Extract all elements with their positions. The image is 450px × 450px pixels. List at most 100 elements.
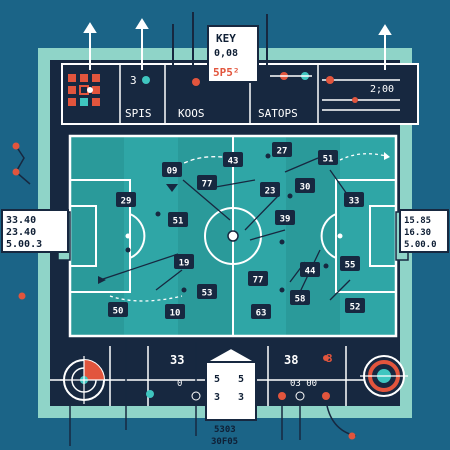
bottom-dot-5 bbox=[322, 392, 330, 400]
player-marker[interactable]: 77 bbox=[248, 271, 268, 286]
center-spot[interactable] bbox=[227, 230, 239, 242]
side-right-line-1: 15.85 bbox=[404, 216, 431, 226]
center-device-cap bbox=[202, 346, 260, 363]
player-marker[interactable]: 51 bbox=[318, 150, 338, 165]
player-marker[interactable]: 53 bbox=[197, 284, 217, 299]
player-marker-label: 30 bbox=[300, 183, 311, 193]
player-marker[interactable]: 27 bbox=[272, 142, 292, 157]
device-digit-2: 5 bbox=[238, 374, 244, 385]
header-right-value: 2;00 bbox=[370, 84, 394, 95]
player-marker[interactable]: 39 bbox=[275, 210, 295, 225]
header-label-right: SATOPS bbox=[258, 107, 298, 120]
device-digit-4: 3 bbox=[238, 392, 244, 403]
bottom-left-small: 0 bbox=[177, 379, 182, 389]
footer-line-1: 5303 bbox=[214, 425, 236, 435]
player-marker[interactable]: 77 bbox=[197, 175, 217, 190]
bottom-dot-3 bbox=[278, 392, 286, 400]
player-marker[interactable]: 52 bbox=[345, 298, 365, 313]
player-marker-label: 29 bbox=[121, 197, 132, 207]
player-marker[interactable]: 10 bbox=[165, 304, 185, 319]
bottom-connectors bbox=[69, 340, 357, 446]
player-marker-label: 77 bbox=[202, 180, 213, 190]
player-marker[interactable]: 44 bbox=[300, 262, 320, 277]
key-title: KEY bbox=[216, 32, 236, 45]
center-circle bbox=[204, 207, 262, 265]
player-marker-label: 23 bbox=[265, 187, 276, 197]
pitch-stripe-3 bbox=[286, 136, 340, 336]
player-marker[interactable]: 43 bbox=[223, 152, 243, 167]
player-marker-label: 09 bbox=[167, 167, 178, 177]
header-label-left: SPIS bbox=[125, 107, 152, 120]
player-marker[interactable]: 29 bbox=[116, 192, 136, 207]
side-left-line-1: 33.40 bbox=[6, 215, 36, 226]
player-marker-label: 19 bbox=[179, 259, 190, 269]
bottom-dot-1 bbox=[146, 390, 154, 398]
penalty-spot-left bbox=[125, 233, 131, 239]
player-marker-label: 27 bbox=[277, 147, 288, 157]
footer-line-2: 30F05 bbox=[211, 437, 238, 447]
device-digit-1: 5 bbox=[214, 374, 220, 385]
player-marker-label: 39 bbox=[280, 215, 291, 225]
device-digit-3: 3 bbox=[214, 392, 220, 403]
player-marker-label: 58 bbox=[295, 295, 306, 305]
player-marker[interactable]: 63 bbox=[251, 304, 271, 319]
player-marker[interactable]: 33 bbox=[344, 192, 364, 207]
player-marker[interactable]: 58 bbox=[290, 290, 310, 305]
header-dot bbox=[142, 76, 150, 84]
side-left-line-3: 5.00.3 bbox=[6, 239, 42, 250]
bottom-dot-6 bbox=[323, 355, 329, 361]
bottom-dot-7 bbox=[348, 432, 356, 440]
player-marker[interactable]: 09 bbox=[162, 162, 182, 177]
player-marker[interactable]: 23 bbox=[260, 182, 280, 197]
left-zigzag bbox=[15, 145, 31, 185]
bottom-dot-2 bbox=[191, 391, 201, 401]
key-value: 0,08 bbox=[214, 48, 238, 59]
side-left-line-2: 23.40 bbox=[6, 227, 36, 238]
player-marker-label: 77 bbox=[253, 276, 264, 286]
header-slider-knob-2[interactable] bbox=[352, 97, 358, 103]
side-board-left bbox=[1, 209, 69, 253]
player-marker-label: 63 bbox=[256, 309, 267, 319]
key-code: 5P5² bbox=[213, 66, 240, 79]
left-dot-3 bbox=[18, 292, 26, 300]
penalty-arc-left bbox=[129, 213, 146, 259]
player-marker-label: 33 bbox=[349, 197, 360, 207]
bottom-right-small: 3 bbox=[326, 352, 333, 365]
header-center-dot bbox=[192, 78, 200, 86]
header-mid-number: 3 bbox=[130, 74, 137, 87]
header-slider-knob-1[interactable] bbox=[326, 76, 334, 84]
target-dial-icon bbox=[60, 356, 108, 404]
player-marker-label: 43 bbox=[228, 157, 239, 167]
player-marker[interactable]: 19 bbox=[174, 254, 194, 269]
player-marker-label: 53 bbox=[202, 289, 213, 299]
key-box bbox=[207, 25, 259, 83]
penalty-arc-right bbox=[320, 213, 337, 259]
penalty-spot-right bbox=[337, 233, 343, 239]
player-marker[interactable]: 50 bbox=[108, 302, 128, 317]
player-marker[interactable]: 51 bbox=[168, 212, 188, 227]
up-arrow-icon bbox=[83, 18, 392, 70]
player-marker-label: 44 bbox=[305, 267, 316, 277]
bottom-right-number: 38 bbox=[284, 353, 298, 367]
bottom-dot-4 bbox=[295, 391, 305, 401]
side-right-line-2: 16.30 bbox=[404, 228, 431, 238]
player-marker-label: 51 bbox=[173, 217, 184, 227]
radar-dial-icon bbox=[360, 355, 408, 397]
player-markers: 09 43 27 51 77 23 30 29 33 51 39 19 77 44 55 53 58 50 10 63… bbox=[108, 142, 365, 319]
bottom-dots-value: 03 00 bbox=[290, 379, 317, 389]
player-marker-label: 51 bbox=[323, 155, 334, 165]
player-marker-label: 55 bbox=[345, 261, 356, 271]
player-marker[interactable]: 55 bbox=[340, 256, 360, 271]
side-board-right bbox=[399, 209, 449, 253]
arrow-head-1 bbox=[166, 184, 178, 192]
center-device bbox=[205, 361, 257, 421]
bottom-center-number: 33 bbox=[170, 353, 184, 367]
arrow-head-3 bbox=[384, 152, 390, 160]
player-marker[interactable]: 30 bbox=[295, 178, 315, 193]
pitch-dots bbox=[125, 153, 329, 293]
player-marker-label: 50 bbox=[113, 307, 124, 317]
header-label-center: KOOS bbox=[178, 107, 205, 120]
left-dot-1 bbox=[12, 142, 20, 150]
